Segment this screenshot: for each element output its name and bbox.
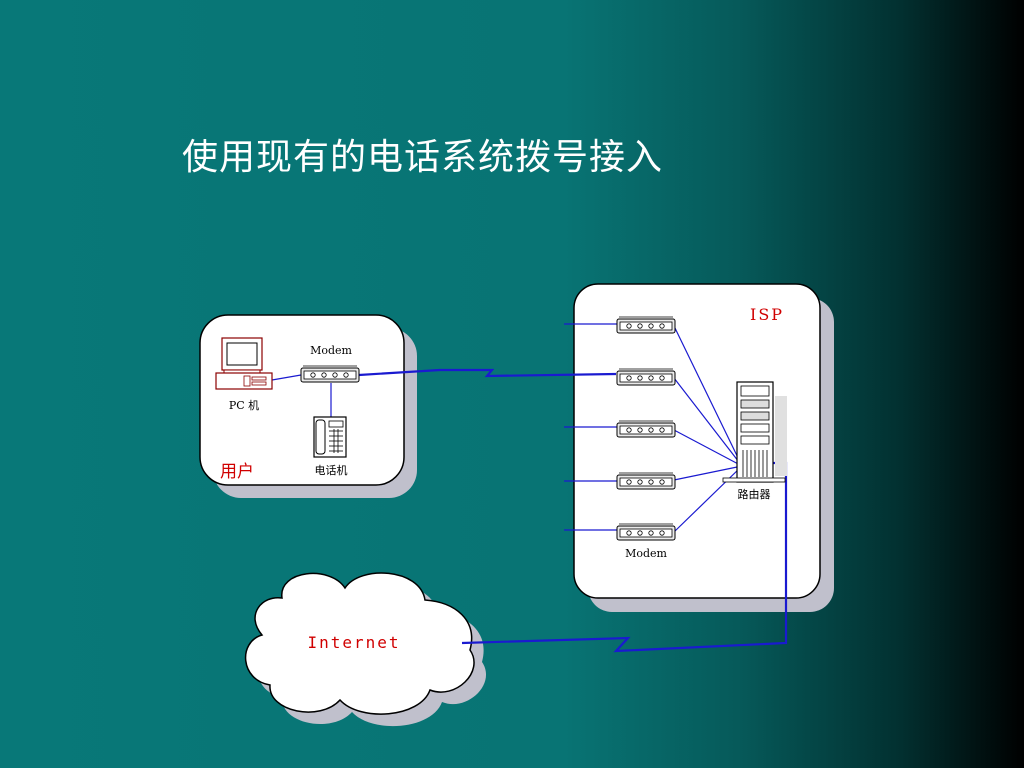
telephone-link [358,368,617,378]
isp-modem-3 [616,420,676,438]
isp-panel [573,283,834,612]
router-line-2 [673,377,743,467]
isp-modem-1 [616,316,676,334]
page-title: 使用现有的电话系统拨号接入 [182,137,664,178]
pc-modem-line [271,374,302,381]
router-line-4 [673,465,743,481]
user-modem-label: Modem [310,344,352,357]
router-line-5 [673,465,743,533]
router-line-3 [673,429,743,467]
isp-modem-4 [616,472,676,490]
router-line-1 [673,325,743,467]
isp-modem-2 [616,368,676,386]
router-icon [722,381,787,483]
user-modem-icon [300,365,360,383]
internet-label: Internet [307,633,400,652]
user-panel-label: 用户 [220,462,254,482]
pc-icon [215,337,273,390]
internet-cloud-shape [245,572,475,715]
isp-panel-box [573,283,821,599]
router-label: 路由器 [738,487,771,501]
isp-modem-label: Modem [625,547,667,560]
isp-modem-5 [616,523,676,541]
phone-icon [313,416,347,458]
phone-label: 电话机 [315,463,348,477]
internet-cloud [245,572,487,727]
pc-label: PC 机 [229,398,259,412]
isp-panel-label: ISP [750,305,784,324]
